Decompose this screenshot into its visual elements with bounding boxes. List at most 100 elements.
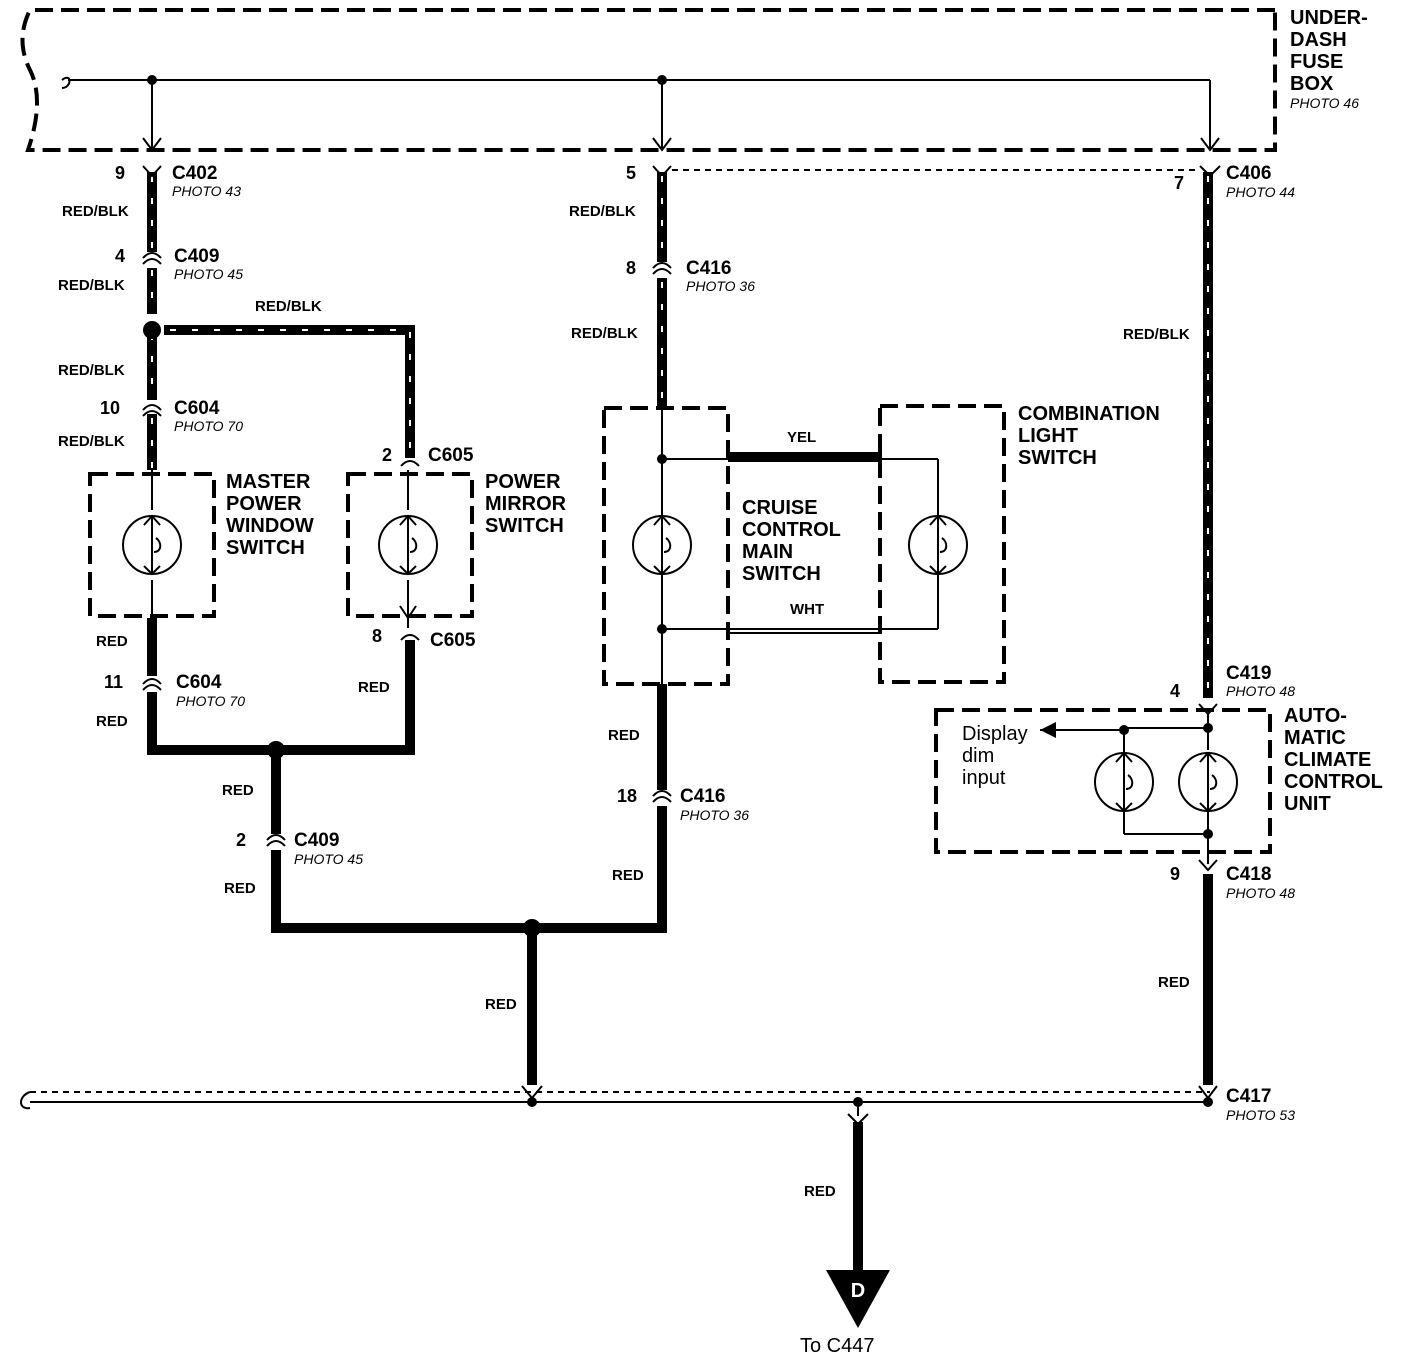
wire-label-yel: YEL <box>787 429 816 446</box>
wire-label-red-2: RED <box>358 679 390 696</box>
combination-label-3: SWITCH <box>1018 447 1097 469</box>
display-dim-label-2: dim <box>962 745 994 767</box>
ground-letter: D <box>851 1280 865 1302</box>
master-power-window-switch: MASTER POWER WINDOW SWITCH <box>88 470 314 618</box>
wire-label-redblk-7: RED/BLK <box>571 325 638 342</box>
connector-c419: C419 <box>1226 663 1271 684</box>
wire-label-redblk-3: RED/BLK <box>255 298 322 315</box>
display-dim-label-1: Display <box>962 723 1028 745</box>
bottom-bus: C417 PHOTO 53 RED D To C447 <box>20 1086 1295 1357</box>
pin-c604-top: 10 <box>100 398 120 418</box>
master-window-label-4: SWITCH <box>226 537 305 559</box>
fuse-box-label-4: BOX <box>1290 73 1334 95</box>
pin-c402: 9 <box>115 163 125 183</box>
combination-label-1: COMBINATION <box>1018 403 1160 425</box>
wire-label-red-6: RED <box>485 996 517 1013</box>
connector-c409-top: C409 <box>174 246 219 267</box>
climate-label-4: CONTROL <box>1284 771 1383 793</box>
cruise-control-main-switch: CRUISE CONTROL MAIN SWITCH <box>602 406 841 686</box>
pin-c416-top-a: 5 <box>626 163 636 183</box>
left-branch-labels: 9 C402 PHOTO 43 RED/BLK 4 C409 PHOTO 45 … <box>58 163 517 1013</box>
pin-c605-bot: 8 <box>372 626 382 646</box>
connector-c605-top: C605 <box>428 445 474 466</box>
middle-branch-wiring <box>652 165 1200 803</box>
wire-label-red-3: RED <box>96 713 128 730</box>
pin-c406: 7 <box>1174 173 1184 193</box>
pin-c604-bot: 11 <box>104 672 123 692</box>
connector-c604-bot: C604 <box>176 672 222 693</box>
photo-c604-top: PHOTO 70 <box>174 418 243 434</box>
power-mirror-switch: POWER MIRROR SWITCH <box>346 470 567 628</box>
pin-c416-top: 8 <box>626 258 636 278</box>
cruise-label-4: SWITCH <box>742 563 821 585</box>
automatic-climate-control-unit: Display dim input AUTO- MATIC CLIMATE CO… <box>934 705 1383 854</box>
connector-c604-top: C604 <box>174 398 220 419</box>
wire-label-red-1: RED <box>96 633 128 650</box>
fuse-box-photo: PHOTO 46 <box>1290 95 1359 111</box>
wire-label-red-5: RED <box>224 880 256 897</box>
wire-label-redblk-5: RED/BLK <box>58 433 125 450</box>
connector-c417: C417 <box>1226 1086 1271 1107</box>
ground-caption: To C447 <box>800 1335 875 1357</box>
photo-c416-bot: PHOTO 36 <box>680 807 749 823</box>
wire-label-red-10: RED <box>804 1183 836 1200</box>
photo-c409-bot: PHOTO 45 <box>294 851 363 867</box>
combination-light-switch: COMBINATION LIGHT SWITCH <box>878 403 1160 684</box>
left-branch-wiring <box>142 165 667 1100</box>
cruise-label-3: MAIN <box>742 541 793 563</box>
wire-label-red-7: RED <box>608 727 640 744</box>
master-window-label-3: WINDOW <box>226 515 314 537</box>
pin-c419: 4 <box>1170 681 1180 701</box>
pin-c605-top: 2 <box>382 445 392 465</box>
fuse-box-label-2: DASH <box>1290 29 1347 51</box>
pin-c409-bot: 2 <box>236 830 246 850</box>
wire-label-redblk-2: RED/BLK <box>58 277 125 294</box>
connector-c416-top: C416 <box>686 258 731 279</box>
photo-c417: PHOTO 53 <box>1226 1107 1295 1123</box>
combination-label-2: LIGHT <box>1018 425 1078 447</box>
connector-c605-bot: C605 <box>430 630 476 651</box>
right-branch-labels: 7 C406 PHOTO 44 RED/BLK C419 PHOTO 48 4 … <box>1123 163 1295 991</box>
pin-c418: 9 <box>1170 864 1180 884</box>
right-branch-wiring <box>1040 165 1221 1100</box>
photo-c402: PHOTO 43 <box>172 183 241 199</box>
master-window-label-1: MASTER <box>226 471 311 493</box>
display-dim-label-3: input <box>962 767 1006 789</box>
climate-label-1: AUTO- <box>1284 705 1347 727</box>
fuse-box-label-3: FUSE <box>1290 51 1343 73</box>
photo-c604-bot: PHOTO 70 <box>176 693 245 709</box>
wire-label-redblk-6: RED/BLK <box>569 203 636 220</box>
wire-label-red-4: RED <box>222 782 254 799</box>
cruise-label-1: CRUISE <box>742 497 818 519</box>
master-window-label-2: POWER <box>226 493 302 515</box>
wire-label-redblk-1: RED/BLK <box>62 203 129 220</box>
climate-label-5: UNIT <box>1284 793 1331 815</box>
wire-label-redblk-4: RED/BLK <box>58 362 125 379</box>
pin-c416-bot: 18 <box>617 786 637 806</box>
photo-c418: PHOTO 48 <box>1226 885 1295 901</box>
wire-label-red-8: RED <box>612 867 644 884</box>
wire-label-redblk-8: RED/BLK <box>1123 326 1190 343</box>
connector-c416-bot: C416 <box>680 786 725 807</box>
connector-c418: C418 <box>1226 864 1271 885</box>
power-mirror-label-2: MIRROR <box>485 493 567 515</box>
middle-branch-labels: 5 RED/BLK 8 C416 PHOTO 36 RED/BLK YEL WH… <box>569 163 824 884</box>
connector-c406: C406 <box>1226 163 1271 184</box>
climate-label-3: CLIMATE <box>1284 749 1371 771</box>
pin-c409-top: 4 <box>115 246 125 266</box>
wire-label-wht: WHT <box>790 601 824 618</box>
cruise-label-2: CONTROL <box>742 519 841 541</box>
fuse-box: UNDER- DASH FUSE BOX PHOTO 46 <box>20 7 1368 152</box>
wire-label-red-9: RED <box>1158 974 1190 991</box>
power-mirror-label-1: POWER <box>485 471 561 493</box>
photo-c406: PHOTO 44 <box>1226 184 1295 200</box>
connector-c409-bot: C409 <box>294 830 339 851</box>
climate-label-2: MATIC <box>1284 727 1346 749</box>
power-mirror-label-3: SWITCH <box>485 515 564 537</box>
connector-c402: C402 <box>172 163 217 184</box>
fuse-box-label-1: UNDER- <box>1290 7 1368 29</box>
photo-c409-top: PHOTO 45 <box>174 266 243 282</box>
photo-c419: PHOTO 48 <box>1226 683 1295 699</box>
photo-c416-top: PHOTO 36 <box>686 278 755 294</box>
